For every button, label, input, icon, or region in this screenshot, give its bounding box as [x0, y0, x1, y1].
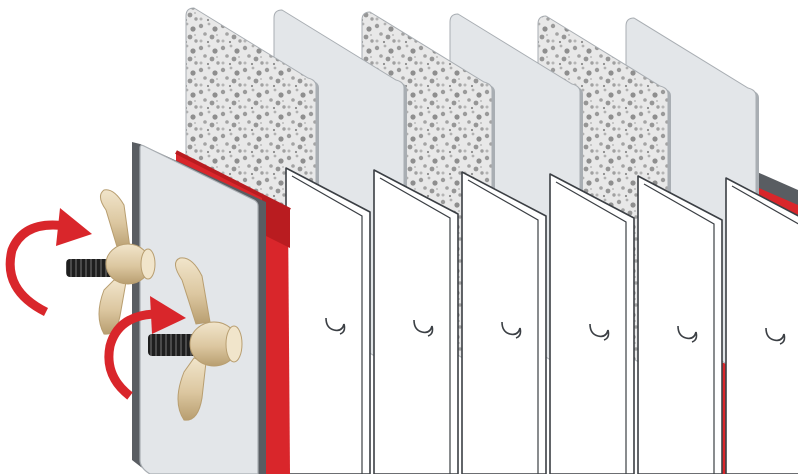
frame	[462, 172, 546, 474]
frame	[374, 170, 458, 474]
frame	[550, 174, 634, 474]
frame	[726, 178, 798, 474]
frame	[638, 176, 722, 474]
frame	[286, 168, 370, 474]
